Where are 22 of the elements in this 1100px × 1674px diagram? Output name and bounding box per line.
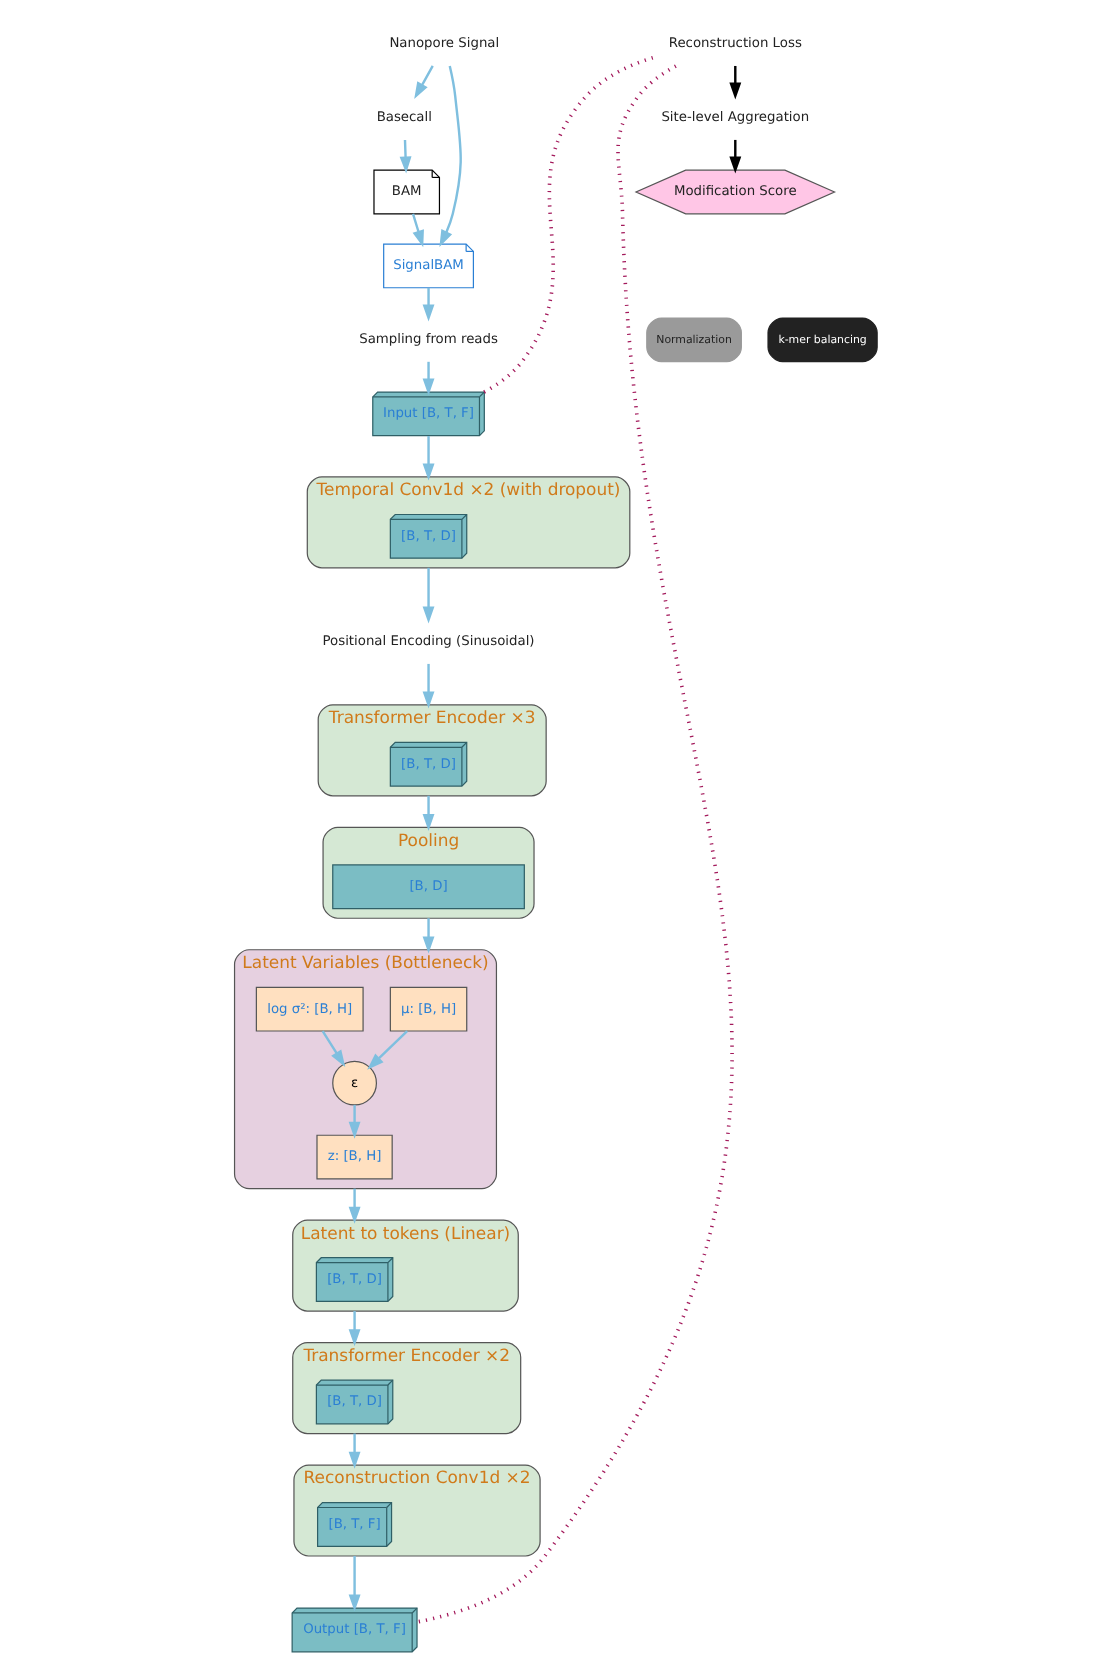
arrow [421,361,434,396]
arrow [347,1188,360,1224]
arrow [728,139,741,174]
arrow [347,1311,360,1347]
arrow [421,287,434,322]
arrow [421,567,434,624]
connector [482,54,658,394]
arrow [421,795,434,831]
arrow [366,1030,407,1070]
connector [415,64,733,1624]
arrow [421,918,434,954]
arrow [347,1105,360,1139]
arrow [438,65,461,247]
arrow [347,1433,360,1469]
arrow [728,65,741,100]
arrow [347,1556,360,1612]
arrow [421,435,434,481]
arrow [410,213,423,248]
arrow [413,65,433,100]
arrow [398,139,411,174]
arrow [421,663,434,709]
arrow [320,1030,345,1068]
